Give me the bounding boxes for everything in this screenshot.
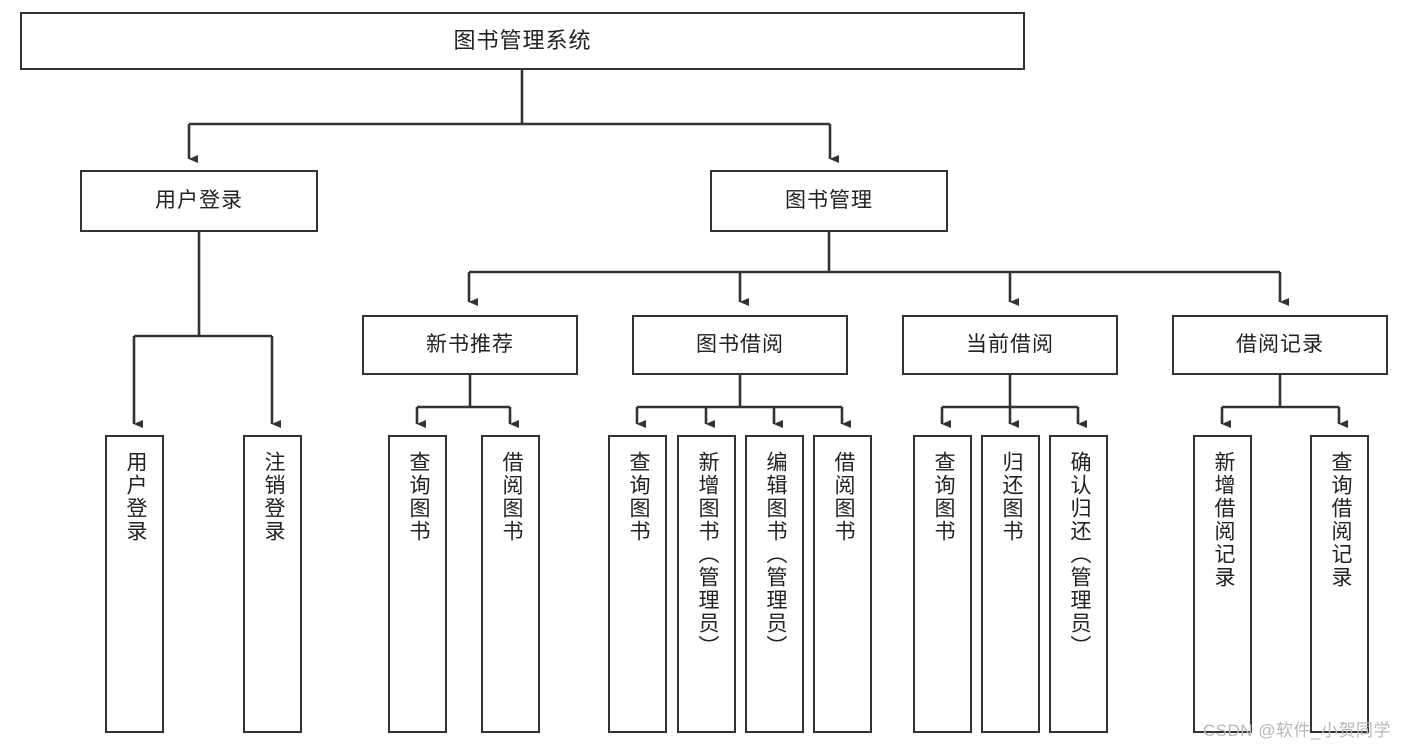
node-book-borrow-label: 图书借阅	[696, 333, 784, 357]
node-leaf-borrow-query-book[interactable]: 查询图书	[608, 435, 667, 733]
node-borrow-record[interactable]: 借阅记录	[1172, 315, 1388, 375]
node-leaf-query-borrow-record[interactable]: 查询借阅记录	[1310, 435, 1369, 733]
node-leaf-confirm-return-admin[interactable]: 确认归还（管理员）	[1049, 435, 1108, 733]
node-borrow-record-label: 借阅记录	[1236, 333, 1324, 357]
node-leaf-user-login[interactable]: 用户登录	[105, 435, 164, 733]
node-leaf-add-book-admin[interactable]: 新增图书（管理员）	[677, 435, 736, 733]
node-current-borrow[interactable]: 当前借阅	[902, 315, 1118, 375]
node-new-book-recommend-label: 新书推荐	[426, 333, 514, 357]
node-leaf-recommend-borrow-book[interactable]: 借阅图书	[481, 435, 540, 733]
node-leaf-add-book-admin-label: 新增图书（管理员）	[695, 451, 719, 658]
node-book-borrow[interactable]: 图书借阅	[632, 315, 848, 375]
node-leaf-user-login-label: 用户登录	[123, 451, 147, 543]
node-leaf-borrow-book[interactable]: 借阅图书	[813, 435, 872, 733]
node-current-borrow-label: 当前借阅	[966, 333, 1054, 357]
node-leaf-edit-book-admin[interactable]: 编辑图书（管理员）	[745, 435, 804, 733]
node-book-management[interactable]: 图书管理	[710, 170, 948, 232]
node-leaf-recommend-query-book-label: 查询图书	[406, 451, 430, 543]
node-root-system-label: 图书管理系统	[453, 27, 592, 53]
node-user-login-label: 用户登录	[155, 189, 243, 213]
node-leaf-current-query-book-label: 查询图书	[931, 451, 955, 543]
node-leaf-logout[interactable]: 注销登录	[243, 435, 302, 733]
node-leaf-query-borrow-record-label: 查询借阅记录	[1328, 451, 1352, 589]
node-new-book-recommend[interactable]: 新书推荐	[362, 315, 578, 375]
node-leaf-add-borrow-record-label: 新增借阅记录	[1211, 451, 1235, 589]
node-leaf-add-borrow-record[interactable]: 新增借阅记录	[1193, 435, 1252, 733]
node-leaf-edit-book-admin-label: 编辑图书（管理员）	[763, 451, 787, 658]
node-leaf-recommend-query-book[interactable]: 查询图书	[388, 435, 447, 733]
node-book-management-label: 图书管理	[785, 189, 873, 213]
node-leaf-return-book-label: 归还图书	[999, 451, 1023, 543]
node-leaf-borrow-book-label: 借阅图书	[831, 451, 855, 543]
csdn-watermark: CSDN @软件_小贺同学	[1202, 721, 1391, 740]
node-leaf-return-book[interactable]: 归还图书	[981, 435, 1040, 733]
node-leaf-confirm-return-admin-label: 确认归还（管理员）	[1067, 451, 1091, 658]
node-root-system[interactable]: 图书管理系统	[20, 12, 1025, 70]
node-leaf-recommend-borrow-book-label: 借阅图书	[499, 451, 523, 543]
node-leaf-current-query-book[interactable]: 查询图书	[913, 435, 972, 733]
node-user-login[interactable]: 用户登录	[80, 170, 318, 232]
node-leaf-logout-label: 注销登录	[261, 451, 285, 543]
node-leaf-borrow-query-book-label: 查询图书	[626, 451, 650, 543]
